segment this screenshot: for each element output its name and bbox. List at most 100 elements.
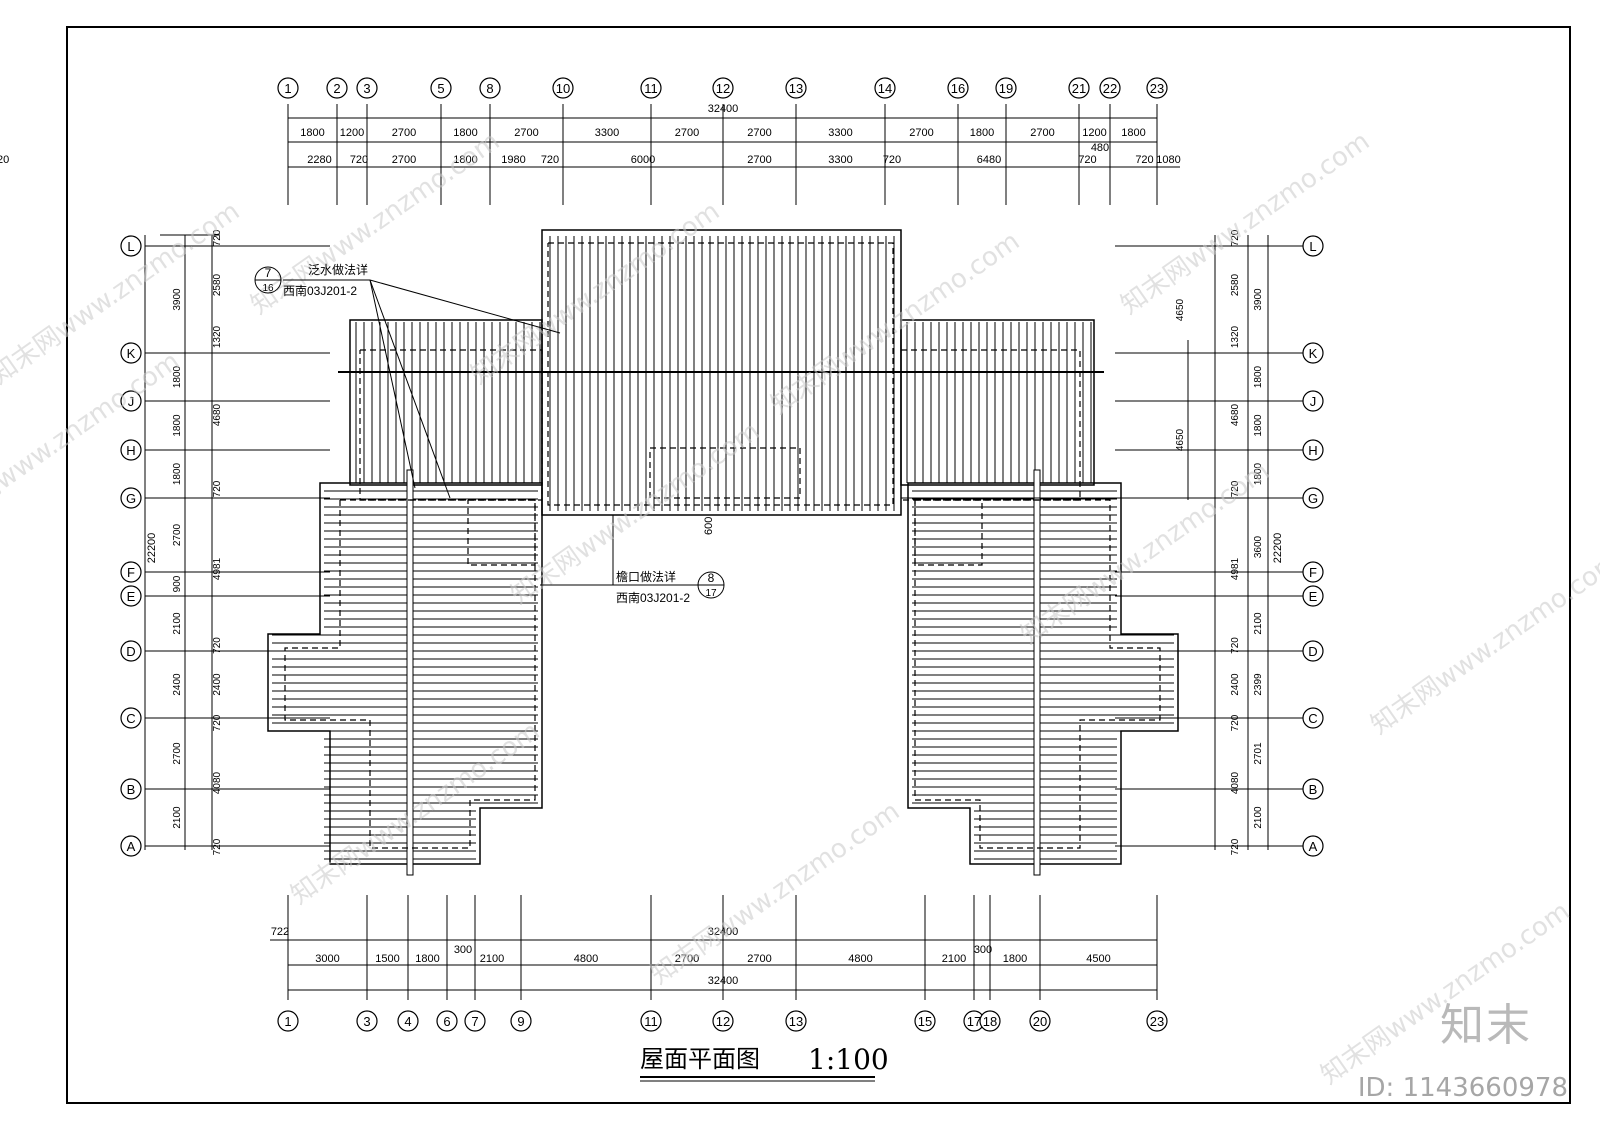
right-inner-dim: 720 <box>1230 838 1241 855</box>
left-inner-dim: 2400 <box>212 673 223 696</box>
right-row-bubble-label: C <box>1308 711 1317 726</box>
left-row-bubble <box>120 640 142 662</box>
left-outer-total: 22200 <box>146 533 158 564</box>
top-dim-row2: 2700 <box>392 154 416 166</box>
top-axis-bubble <box>785 77 807 99</box>
top-axis-bubble <box>640 77 662 99</box>
right-outer-dim: 2399 <box>1253 673 1264 696</box>
left-row-bubble <box>120 585 142 607</box>
watermark-text: 知末网www.znzmo.com <box>286 716 546 910</box>
left-inner-dim: 720 <box>212 229 223 246</box>
right-row-bubble-label: B <box>1309 782 1318 797</box>
top-axis-bubble <box>874 77 896 99</box>
top-axis-bubble-label: 21 <box>1072 81 1086 96</box>
top-axis-bubble-label: 19 <box>999 81 1013 96</box>
left-inner-dim: 2580 <box>212 273 223 296</box>
top-dim-row2: 6000 <box>631 154 655 166</box>
drawing-scale: 1:100 <box>808 1043 889 1076</box>
top-dim-row1: 2700 <box>675 127 699 139</box>
bottom-axis-bubble-label: 6 <box>443 1014 450 1029</box>
top-axis-bubble <box>356 77 378 99</box>
top-axis-bubble-label: 5 <box>437 81 444 96</box>
right-lower-gutter <box>914 499 1161 849</box>
bottom-axis-bubble-label: 3 <box>363 1014 370 1029</box>
left-row-bubble <box>120 561 142 583</box>
flashing-circle-top: 7 <box>265 266 272 280</box>
right-row-bubble-label: D <box>1308 644 1317 659</box>
bottom-axis-bubble <box>464 1010 486 1032</box>
bottom-axis-bubble-label: 9 <box>517 1014 524 1029</box>
bottom-axis-bubble <box>436 1010 458 1032</box>
left-outer-dim: 1800 <box>172 462 183 485</box>
bottom-axis-bubble <box>914 1010 936 1032</box>
left-row-bubble <box>120 835 142 857</box>
top-dim-row2: 720 <box>1078 154 1096 166</box>
right-outer-dim: 2100 <box>1253 806 1264 829</box>
bottom-axis-bubble <box>979 1010 1001 1032</box>
left-inner-dim: 720 <box>212 637 223 654</box>
right-inner-dim: 4080 <box>1230 771 1241 794</box>
top-dim-row1: 2700 <box>392 127 416 139</box>
top-axis-bubble <box>1099 77 1121 99</box>
drawing-frame <box>66 26 1571 1104</box>
left-row-bubble-label: H <box>126 443 135 458</box>
top-axis-bubble <box>277 77 299 99</box>
watermark-text: 知末网www.znzmo.com <box>0 346 185 540</box>
top-dim-row2: 2700 <box>747 154 771 166</box>
right-inner-dim: 720 <box>1230 714 1241 731</box>
bottom-axis-bubble-label: 15 <box>918 1014 932 1029</box>
left-row-bubble <box>120 390 142 412</box>
right-inner-dim: 2580 <box>1230 273 1241 296</box>
right-row-bubble-label: H <box>1308 443 1317 458</box>
brand-logo: 知末 <box>1440 1000 1532 1051</box>
right-row-bubble <box>1302 707 1324 729</box>
top-axis-bubble <box>326 77 348 99</box>
right-row-bubble-label: A <box>1309 839 1318 854</box>
bottom-axis-bubble <box>397 1010 419 1032</box>
watermarks: 知末网www.znzmo.com 知末网www.znzmo.com 知末网www.z… <box>0 126 1600 1090</box>
left-row-bubble <box>120 342 142 364</box>
flashing-note-spec: 西南03J201-2 <box>283 283 357 298</box>
top-dim-row1: 1800 <box>970 127 994 139</box>
flashing-detail-note: 7 16 泛水做法详 西南03J201-2 <box>254 262 561 499</box>
eave-note-spec: 西南03J201-2 <box>616 590 690 605</box>
bottom-axis-bubble-label: 20 <box>1033 1014 1047 1029</box>
right-outer-dim: 2701 <box>1253 742 1264 765</box>
right-row-bubble-label: G <box>1308 491 1318 506</box>
eave-detail-note: 8 17 檐口做法详 西南03J201-2 <box>540 569 725 605</box>
bottom-axis-bubble-label: 12 <box>716 1014 730 1029</box>
bottom-dim: 4500 <box>1086 953 1110 965</box>
top-dim-row1: 2700 <box>909 127 933 139</box>
right-inner-dim: 4981 <box>1230 557 1241 580</box>
left-outer-dim: 2700 <box>172 523 183 546</box>
top-axis-bubble <box>1068 77 1090 99</box>
left-inner-dim: 4680 <box>212 403 223 426</box>
left-outer-dim: 2700 <box>172 742 183 765</box>
eave-circle-top: 8 <box>708 571 715 585</box>
right-row-bubble <box>1302 585 1324 607</box>
right-row-bubble-label: F <box>1309 565 1317 580</box>
top-dim-row2: 720 <box>541 154 559 166</box>
bottom-axis-bubble-label: 1 <box>284 1014 291 1029</box>
right-inner-dim: 1320 <box>1230 325 1241 348</box>
watermark-text: 知末网www.znzmo.com <box>1366 546 1600 740</box>
left-outer-dim: 2100 <box>172 806 183 829</box>
bottom-axis-bubble <box>1029 1010 1051 1032</box>
top-axis-bubble-label: 11 <box>644 81 658 96</box>
top-axis-bubble <box>1146 77 1168 99</box>
bottom-total-dim2: 32400 <box>708 975 739 987</box>
bottom-dim: 2100 <box>942 953 966 965</box>
top-axis-bubble-label: 12 <box>716 81 730 96</box>
top-dim-row2: 720 <box>0 154 9 166</box>
bottom-axis-bubble <box>356 1010 378 1032</box>
top-axis-bubble-label: 3 <box>363 81 370 96</box>
top-dim-row1: 1800 <box>1121 127 1145 139</box>
bottom-dim: 4800 <box>848 953 872 965</box>
top-dim-row1: 2700 <box>1030 127 1054 139</box>
right-row-bubble-label: L <box>1309 239 1316 254</box>
top-dim-row2: 720 <box>350 154 368 166</box>
left-inner-dim: 4981 <box>212 557 223 580</box>
watermark-text: 知末网www.znzmo.com <box>766 226 1026 420</box>
top-dim-row1: 3300 <box>828 127 852 139</box>
top-dim-row1: 1800 <box>453 127 477 139</box>
